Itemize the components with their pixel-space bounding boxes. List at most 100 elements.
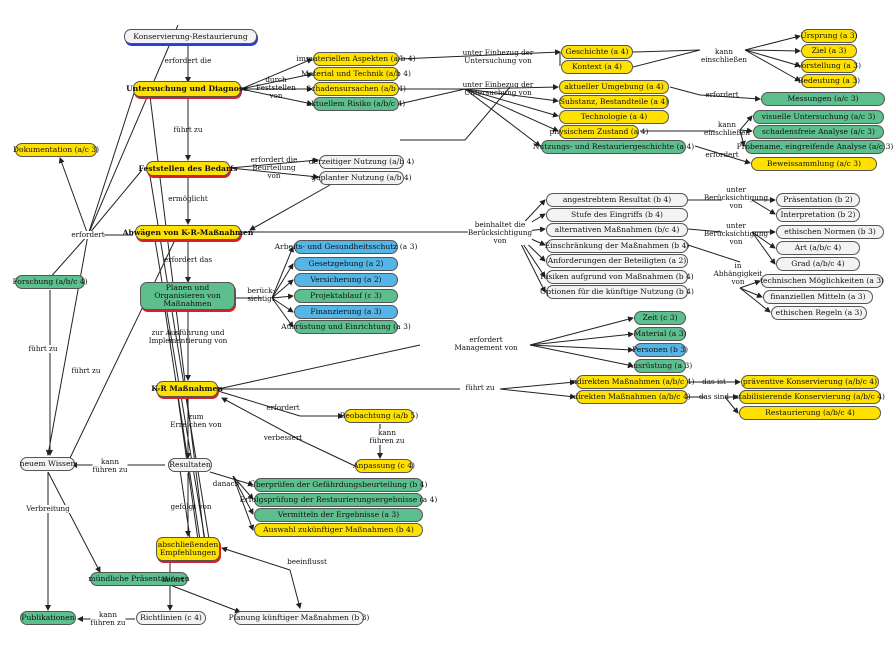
node-substanz: Substanz, Bestandteile (a 4)	[559, 95, 669, 109]
label-kann-einschliessen-2: kann einschließen	[703, 120, 751, 137]
label-kann-fuehren-zu-3: kann führen zu	[90, 610, 126, 627]
label-verbessert: verbessert	[263, 433, 303, 442]
label-danach: danach	[212, 479, 240, 488]
label-unter-einbezug-1: unter Einbezug der Untersuchung von	[462, 48, 534, 65]
node-untersuchung: Untersuchung und Diagnose	[126, 81, 248, 97]
node-praesentation: Präsentation (b 2)	[776, 193, 860, 207]
node-resultat: angestrebtem Resultat (b 4)	[546, 193, 688, 207]
node-derzeitiger-nutzung: derzeitiger Nutzung (a/b 4)	[309, 155, 414, 169]
label-erfordert-messungen: erfordert	[705, 90, 739, 99]
label-das-ist: das ist	[702, 377, 726, 386]
node-versicherung: Versicherung (a 2)	[294, 273, 398, 287]
node-anforderungen: Anforderungen der Beteiligten (a 2)	[546, 254, 688, 268]
node-visuelle: visuelle Untersuchung (a/c 3)	[753, 110, 884, 124]
label-erfordert-beweis: erfordert	[705, 150, 739, 159]
node-finanzierung: Finanzierung (a 3)	[294, 305, 398, 319]
label-erfordert-links: erfordert	[71, 230, 105, 239]
label-zum-erreichen: zum Erreichen von	[170, 412, 222, 429]
label-erfordert-die: erfordert die	[164, 56, 212, 65]
node-schadensursachen: Schadensursachen (a/b 4)	[306, 82, 406, 96]
node-gesetzgebung: Gesetzgebung (a 2)	[294, 257, 398, 271]
label-verbreitung: Verbreitung	[26, 504, 70, 513]
node-stabilisierende: stabilisierende Konservierung (a/b/c 4)	[735, 390, 885, 404]
node-direkten: direkten Maßnahmen (a/b/c 4)	[573, 390, 691, 404]
node-ausruestung: Ausrüstung (a 3)	[628, 359, 692, 373]
node-finanziellen-mitteln: finanziellen Mitteln (a 3)	[763, 290, 873, 304]
node-indirekten: indirekten Maßnahmen (a/b/c 4)	[570, 375, 694, 389]
label-ermoeglicht: ermöglicht	[168, 194, 208, 203]
label-beeinflusst: beeinflusst	[287, 557, 327, 566]
node-material: Material (a 3)	[634, 327, 687, 341]
node-optionen: Optionen für die künftige Nutzung (b 4)	[540, 285, 694, 299]
node-restaurierung: Restaurierung (a/b/c 4)	[739, 406, 881, 420]
node-nutzungsgeschichte: Nutzungs- und Restauriergeschichte (a 4)	[533, 140, 694, 154]
node-ziel: Ziel (a 3)	[801, 44, 857, 58]
node-empfehlungen: abschließenden Empfehlungen	[156, 537, 220, 561]
node-anpassung: Anpassung (c 4)	[353, 459, 415, 473]
node-erfolgspruefung: Erfolgsprüfung der Restaurierungsergebni…	[240, 493, 437, 507]
label-erfordert-das: erfordert das	[163, 255, 213, 264]
label-kann-fuehren-zu-2: kann führen zu	[92, 457, 128, 474]
node-dokumentation: Dokumentation (a/c 3)	[13, 143, 99, 157]
label-unter-beruecksichtigung-1: unter Berücksichtigung von	[703, 185, 769, 210]
node-vorstellung: Vorstellung (a 3)	[797, 59, 861, 73]
node-einschraenkung: Einschränkung der Maßnahmen (b 4)	[545, 239, 689, 253]
node-geschichte: Geschichte (a 4)	[561, 45, 633, 59]
node-praeventive: präventive Konservierung (a/b/c 4)	[741, 375, 879, 389]
label-fuehrt-zu-1: führt zu	[173, 125, 203, 134]
node-aktuellem-risiko: aktuellem Risiko (a/b/c 4)	[307, 97, 405, 111]
node-abwaegen: Abwägen von K-R-Maßnahmen	[123, 225, 253, 240]
node-kontext: Kontext (a 4)	[561, 60, 633, 74]
node-ursprung: Ursprung (a 3)	[800, 29, 858, 43]
node-technischen-moeglichkeiten: technischen Möglichkeiten (a 3)	[760, 274, 884, 288]
node-art: Art (a/b/c 4)	[776, 241, 860, 255]
node-konservierung: Konservierung-Restaurierung	[124, 29, 257, 44]
label-kann-fuehren-zu-1: kann führen zu	[369, 428, 405, 445]
node-beweissammlung: Beweissammlung (a/c 3)	[751, 157, 877, 171]
node-immateriellen: immateriellen Aspekten (a/b 4)	[296, 52, 416, 66]
node-geplanter-nutzung: geplanter Nutzung (a/b 4)	[311, 171, 412, 185]
label-erfordert-beurteilung: erfordert die Beurteilung von	[250, 155, 298, 180]
label-fuehrt-zu-2: führt zu	[465, 383, 495, 392]
label-fuehrt-zu-forschung: führt zu	[28, 344, 58, 353]
label-zur-ausfuehrung: zur Ausführung und Implementierung von	[148, 328, 228, 345]
label-das-sind: das sind	[698, 392, 730, 401]
node-auswahl: Auswahl zukünftiger Maßnahmen (b 4)	[254, 523, 423, 537]
label-beinhaltet: beinhaltet die Berücksichtigung von	[467, 220, 533, 245]
node-forschung: Forschung (a/b/c 4)	[12, 275, 88, 289]
node-personen: Personen (b 3)	[632, 343, 688, 357]
label-gefolgt-von: gefolgt von	[170, 502, 212, 511]
node-messungen: Messungen (a/c 3)	[761, 92, 885, 106]
node-beobachtung: Beobachtung (a/b 5)	[340, 409, 418, 423]
node-ausruestung-einrichtung: Ausrüstung und Einrichtung (a 3)	[281, 320, 411, 334]
label-kann-einschliessen-1: kann einschließen	[700, 47, 748, 64]
node-bedeutung: Bedeutung (a 3)	[798, 74, 860, 88]
node-zeit: Zeit (c 3)	[634, 311, 686, 325]
node-physischem-zustand: physischem Zustand (a 4)	[549, 125, 649, 139]
node-schadensfreie: schadensfreie Analyse (a/c 3)	[753, 125, 884, 139]
node-publikationen: Publikationen	[20, 611, 76, 625]
label-in-abhaengigkeit: in Abhängigkeit von	[713, 261, 763, 286]
node-stufe-eingriffs: Stufe des Eingriffs (b 4)	[546, 208, 688, 222]
node-alternativen: alternativen Maßnahmen (b/c 4)	[546, 223, 688, 237]
node-ueberpruefen: Überprüfen der Gefährdungsbeurteilung (b…	[250, 478, 427, 492]
node-neuem-wissen: neuem Wissen	[20, 457, 75, 471]
label-unter-einbezug-2: unter Einbezug der Untersuchung von	[462, 80, 534, 97]
label-durch-feststellen: durch Feststellen von	[256, 75, 296, 100]
label-unter-beruecksichtigung-2: unter Berücksichtigung von	[703, 221, 769, 246]
node-planen: Planen und Organisieren von Maßnahmen	[140, 282, 235, 310]
node-feststellen-bedarf: Feststellen des Bedarfs	[138, 161, 238, 176]
node-ethischen-normen: ethischen Normen (b 3)	[776, 225, 884, 239]
node-risiken: Risiken aufgrund von Maßnahmen (b 4)	[540, 270, 694, 284]
node-richtlinien: Richtlinien (c 4)	[136, 611, 206, 625]
node-kr-massnahmen: K-R Maßnahmen	[151, 381, 223, 397]
node-resultaten: Resultaten	[168, 458, 212, 472]
node-material-technik: Material und Technik (a/b 4)	[301, 67, 411, 81]
label-erfordert-management: erfordert Management von	[454, 335, 518, 352]
node-arbeitsschutz: Arbeits- und Gesundheitsschutz (a 3)	[275, 240, 417, 254]
label-erfordert-beobachtung: erfordert	[266, 403, 300, 412]
label-beruecksichtigt: berück- sichtigt	[247, 286, 275, 303]
node-interpretation: Interpretation (b 2)	[776, 208, 860, 222]
